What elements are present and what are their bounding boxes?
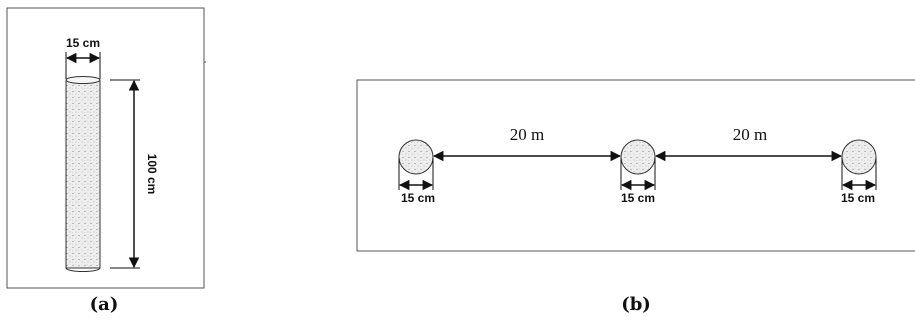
sample-2-diameter-label: 15 cm <box>621 191 655 205</box>
sample-circle-2: 15 cm <box>620 139 656 205</box>
panel-b-frame <box>356 79 915 252</box>
length-dimension-a: 100 cm <box>110 79 159 269</box>
caption-b: (b) <box>621 294 651 315</box>
spacing-1-label: 20 m <box>510 125 544 144</box>
caption-a: (a) <box>90 294 119 315</box>
sample-circle-1: 15 cm <box>398 139 435 205</box>
cylinder-body <box>65 79 101 269</box>
length-label: 100 cm <box>145 154 159 195</box>
panel-a: 15 cm 100 cm (a) <box>6 7 206 315</box>
spacing-dimension-2: 20 m <box>654 125 843 162</box>
cylinder <box>65 76 101 272</box>
sample-3-body <box>841 139 877 175</box>
panel-a-frame <box>6 7 205 289</box>
sample-1-diameter-label: 15 cm <box>401 191 435 205</box>
sample-2-body <box>620 139 656 175</box>
spacing-2-label: 20 m <box>733 125 767 144</box>
spacing-dimension-1: 20 m <box>432 125 622 162</box>
cylinder-bottom <box>65 267 101 272</box>
diameter-dimension-a: 15 cm <box>65 36 101 79</box>
panel-b: 15 cm 15 cm 15 cm 20 m 20 m (b) <box>356 79 915 315</box>
cylinder-top <box>65 76 101 84</box>
sample-1-body <box>398 139 434 175</box>
sample-3-diameter-label: 15 cm <box>841 191 875 205</box>
sample-circle-3: 15 cm <box>841 139 877 205</box>
diameter-label: 15 cm <box>66 36 100 50</box>
